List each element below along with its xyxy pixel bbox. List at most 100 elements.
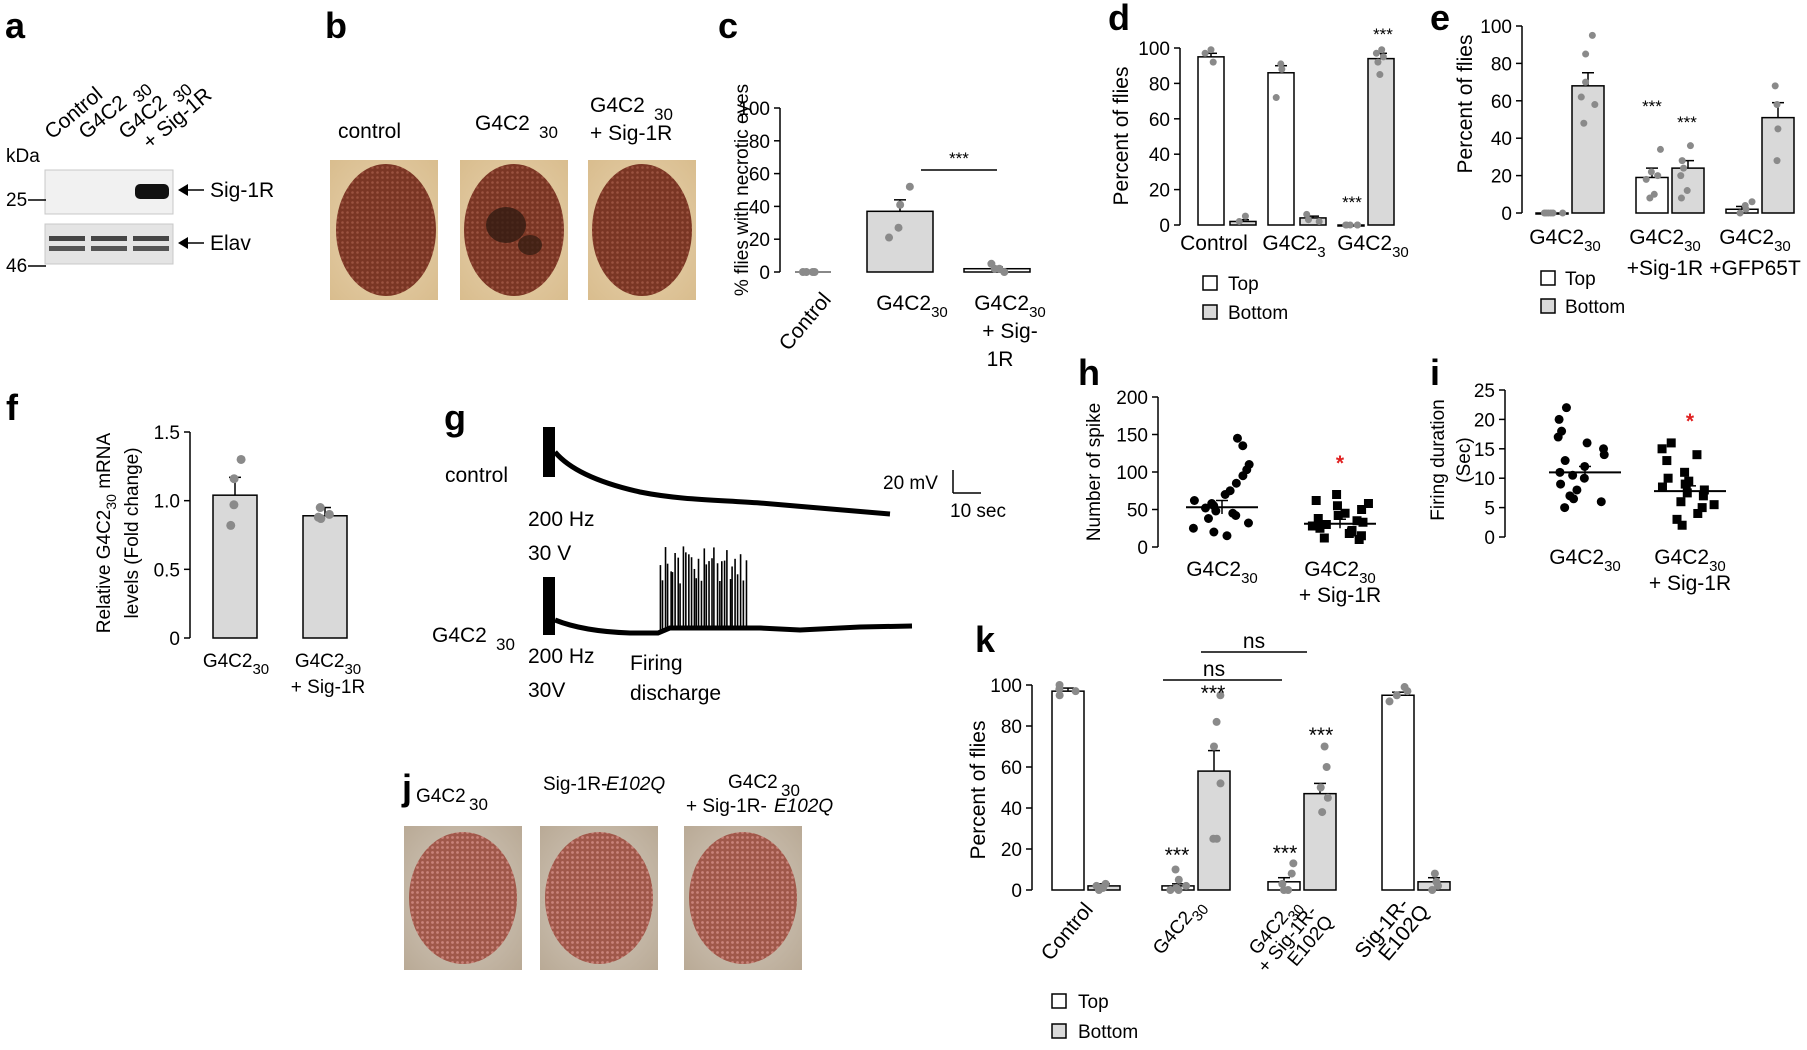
chart-k-bar-bottom-1-point (1216, 691, 1225, 700)
chart-f-bar-1-point (316, 514, 326, 524)
chart-k-bar-bottom-3-point (1430, 869, 1439, 878)
chart-e-cat-0-main: G4C2 (1529, 226, 1584, 249)
chart-f-ylabel-2: levels (Fold change) (122, 447, 143, 618)
chart-i-point-g4c2 (1569, 494, 1579, 504)
chart-d-y-tick-label: 80 (1149, 74, 1170, 95)
chart-f-bar-0-point (226, 520, 236, 530)
chart-e-bar-bottom-1-point (1677, 172, 1685, 180)
chart-f-y-tick-label: 0.5 (154, 560, 180, 581)
chart-i-cat-1-group: G4C230 (1654, 546, 1726, 575)
marker-46: 46 (6, 256, 27, 277)
scale-mv-label: 20 mV (883, 473, 938, 494)
chart-e-bar-bottom-2 (1761, 116, 1795, 214)
eye-j-title-1: G4C2 (416, 786, 466, 807)
chart-d-bar-top-2-point (1353, 221, 1361, 229)
chart-h-point-sig1r (1363, 499, 1373, 508)
chart-h-point-sig1r (1332, 490, 1342, 499)
chart-h-point-sig1r (1311, 496, 1321, 505)
chart-k-y-tick-label: 80 (1001, 717, 1022, 738)
eye-image-control (330, 160, 438, 300)
chart-h-point-sig1r (1358, 517, 1368, 527)
eye-j-title-2b: E102Q (606, 774, 665, 795)
chart-i-cat-1: G4C230 (1654, 546, 1726, 575)
chart-f-cat-1-main: G4C2 (295, 651, 345, 672)
chart-i-point-g4c2 (1596, 497, 1606, 507)
chart-i-point-g4c2 (1582, 438, 1592, 448)
chart-h-significance: * (1336, 452, 1345, 475)
chart-c-y-tick-label: 80 (749, 132, 770, 153)
chart-d-bar-top-2-point (1343, 221, 1351, 229)
elav-band-3b (133, 246, 169, 251)
legend-e-top-swatch (1540, 270, 1556, 286)
chart-c-cat-2-line3: 1R (987, 348, 1014, 371)
firing-label-1: Firing (630, 652, 683, 675)
chart-k-annot-3: *** (1309, 724, 1334, 747)
chart-e-bar-top-0-point (1559, 209, 1567, 217)
chart-k-bar-top-3-point (1392, 691, 1401, 700)
chart-i-point-g4c2 (1572, 485, 1582, 495)
chart-k-y-tick-label: 0 (1011, 881, 1022, 902)
arrow-elav (178, 237, 204, 249)
marker-25: 25 (6, 190, 27, 211)
eye-j-title-3-line2a: + Sig-1R- (686, 796, 767, 817)
chart-d-bar-bottom-2-point (1372, 49, 1380, 57)
eye-j-title-3-line2b: E102Q (774, 796, 833, 817)
chart-k-bar-top-1-point (1172, 883, 1181, 892)
chart-c-bar-0-point (802, 268, 811, 276)
chart-i-y-tick-label: 15 (1474, 440, 1495, 461)
chart-c-cat-2-sub: 30 (1029, 304, 1046, 321)
legend-d: Top Bottom (1202, 274, 1288, 324)
chart-f-ylabel-1-end: mRNA (94, 432, 115, 494)
chart-k-ns-1: ns (1203, 658, 1225, 681)
chart-k-bar-bottom-3-point (1434, 881, 1443, 890)
chart-i-cat-1-main: G4C2 (1654, 546, 1709, 569)
chart-d-cat-2-group: G4C230 (1337, 232, 1409, 261)
chart-c-bar-1-point (894, 223, 903, 232)
chart-k-bar-top-2-point (1278, 879, 1287, 888)
chart-e-bar-bottom-2-point (1773, 157, 1781, 165)
elav-band-2 (91, 236, 127, 241)
panel-a-label: a (5, 5, 26, 46)
chart-d-cat-0: Control (1180, 232, 1248, 255)
chart-k-bar-top-0-point (1055, 691, 1064, 700)
chart-d-bar-top-1-point (1278, 65, 1286, 73)
chart-h-point-g4c2 (1243, 518, 1253, 528)
chart-c-ylabel: % flies with necrotic eyes (732, 84, 753, 296)
chart-k-bar-top-0 (1051, 690, 1085, 891)
chart-k-y-tick-label: 60 (1001, 758, 1022, 779)
chart-h-point-g4c2 (1238, 471, 1248, 481)
chart-k-bar-top-2-point (1287, 869, 1296, 878)
chart-h-ylabel: Number of spike (1084, 403, 1105, 541)
chart-d-bar-top-1-point (1277, 60, 1285, 68)
eye-title-g4c2-sig1r-line2: + Sig-1R (590, 122, 672, 145)
chart-e-y-tick-label: 0 (1501, 204, 1512, 225)
chart-i-ylabel: Firing duration (1428, 399, 1449, 520)
eye-j-image-3 (684, 826, 802, 970)
chart-d-bar-bottom-1-point (1304, 216, 1312, 224)
chart-e-bar-top-1-point (1656, 145, 1664, 153)
elav-band-2b (91, 246, 127, 251)
chart-i-cat-0: G4C230 (1549, 546, 1621, 575)
chart-d-y-tick-label: 40 (1149, 145, 1170, 166)
chart-e-cat-0-sub: 30 (1584, 238, 1601, 255)
chart-i-cat-0-main: G4C2 (1549, 546, 1604, 569)
trace-label-g4c2-sub: 30 (496, 635, 515, 654)
chart-e-bar-bottom-1-point (1683, 187, 1691, 195)
trace-label-g4c2: G4C2 (432, 624, 487, 647)
chart-e-cat-0-group: G4C230 (1529, 226, 1601, 255)
chart-f-bar-1 (302, 515, 348, 639)
elav-band-1b (49, 246, 85, 251)
chart-c-cat-1-sub: 30 (931, 304, 948, 321)
chart-d-ylabel: Percent of flies (1110, 67, 1133, 206)
chart-d-bar-bottom-2-point (1379, 53, 1387, 61)
chart-h-y-tick-label: 150 (1116, 426, 1148, 447)
chart-i-point-g4c2 (1556, 479, 1566, 489)
chart-e-y-tick-label: 60 (1491, 92, 1512, 113)
chart-h-point-sig1r (1344, 529, 1354, 538)
legend-k-bottom: Bottom (1078, 1022, 1138, 1043)
chart-i-point-sig1r (1697, 503, 1707, 513)
chart-e-y-tick-label: 100 (1480, 17, 1512, 38)
eye-j-title-3a: G4C2 (728, 772, 778, 793)
